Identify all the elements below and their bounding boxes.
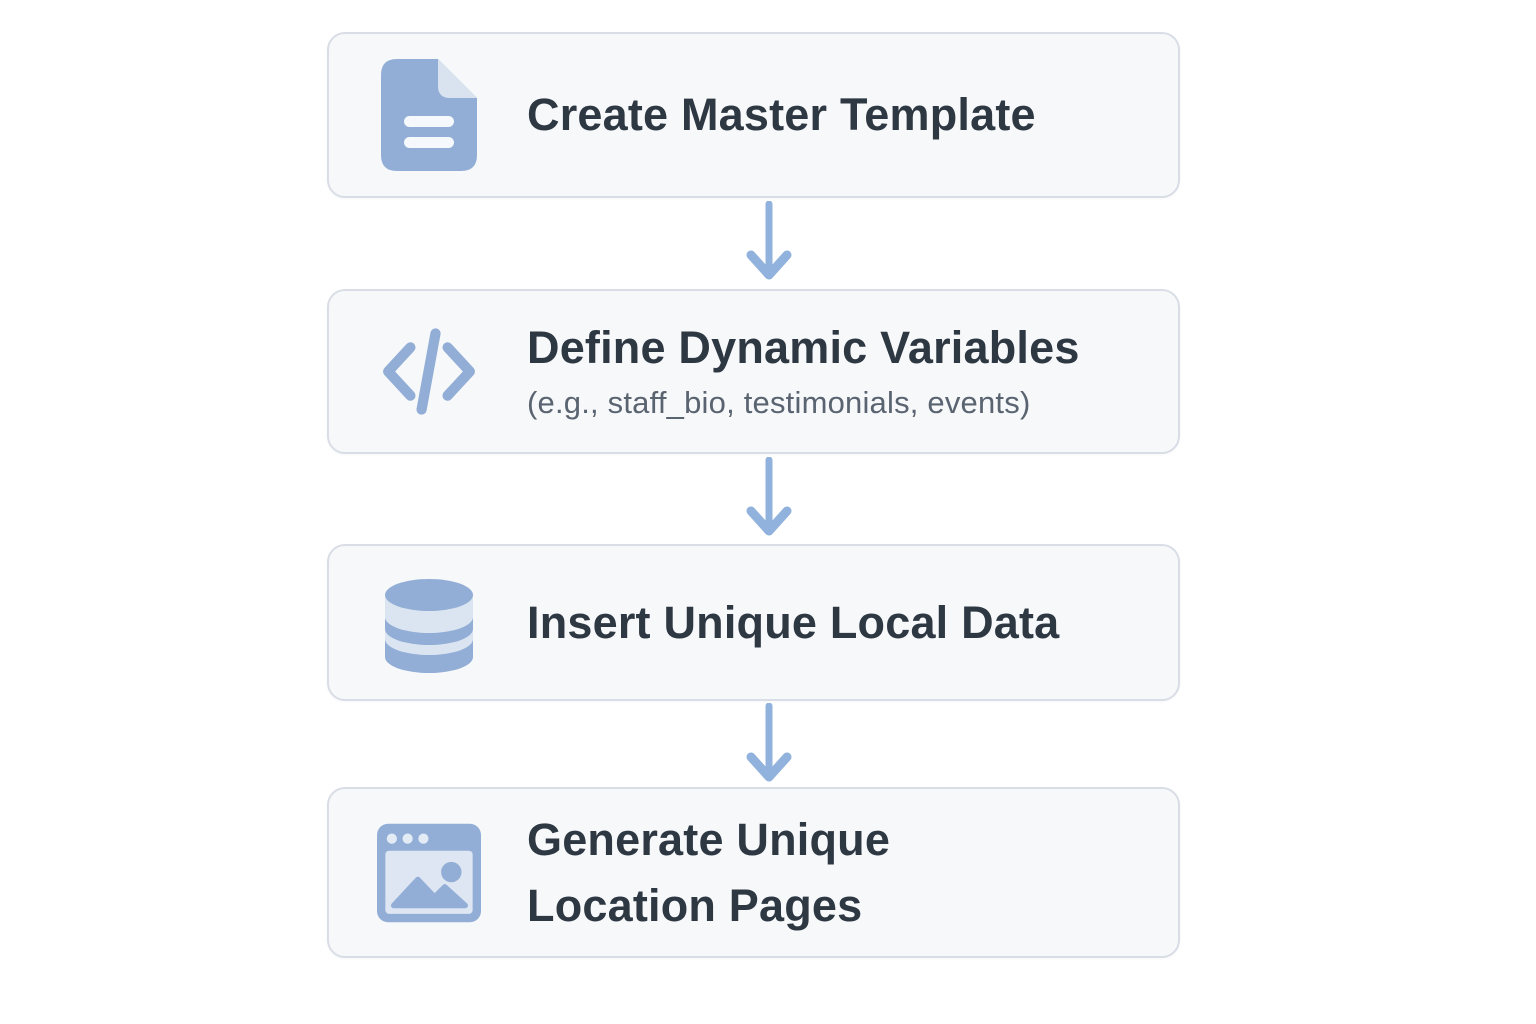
step-title: Create Master Template <box>527 89 1036 141</box>
code-icon <box>377 326 481 417</box>
browser-image-icon <box>377 821 481 925</box>
step-subtitle: (e.g., staff_bio, testimonials, events) <box>527 384 1031 420</box>
step-box-generate-unique-location-pages: Generate Unique Location Pages <box>327 787 1180 958</box>
step-box-insert-unique-local-data: Insert Unique Local Data <box>327 544 1180 701</box>
step-box-create-master-template: Create Master Template <box>327 32 1180 198</box>
arrow-down-icon <box>745 457 793 539</box>
database-icon <box>377 571 481 675</box>
step-text: Generate Unique Location Pages <box>527 807 1027 938</box>
arrow-down-icon <box>745 703 793 785</box>
step-title: Generate Unique Location Pages <box>527 814 891 931</box>
step-text: Create Master Template <box>527 89 1036 141</box>
step-title: Define Dynamic Variables <box>527 322 1080 374</box>
arrow-down-icon <box>745 201 793 283</box>
step-title: Insert Unique Local Data <box>527 596 1060 648</box>
step-text: Define Dynamic Variables (e.g., staff_bi… <box>527 322 1080 421</box>
step-text: Insert Unique Local Data <box>527 597 1059 649</box>
document-icon <box>377 59 481 171</box>
step-box-define-dynamic-variables: Define Dynamic Variables (e.g., staff_bi… <box>327 289 1180 454</box>
